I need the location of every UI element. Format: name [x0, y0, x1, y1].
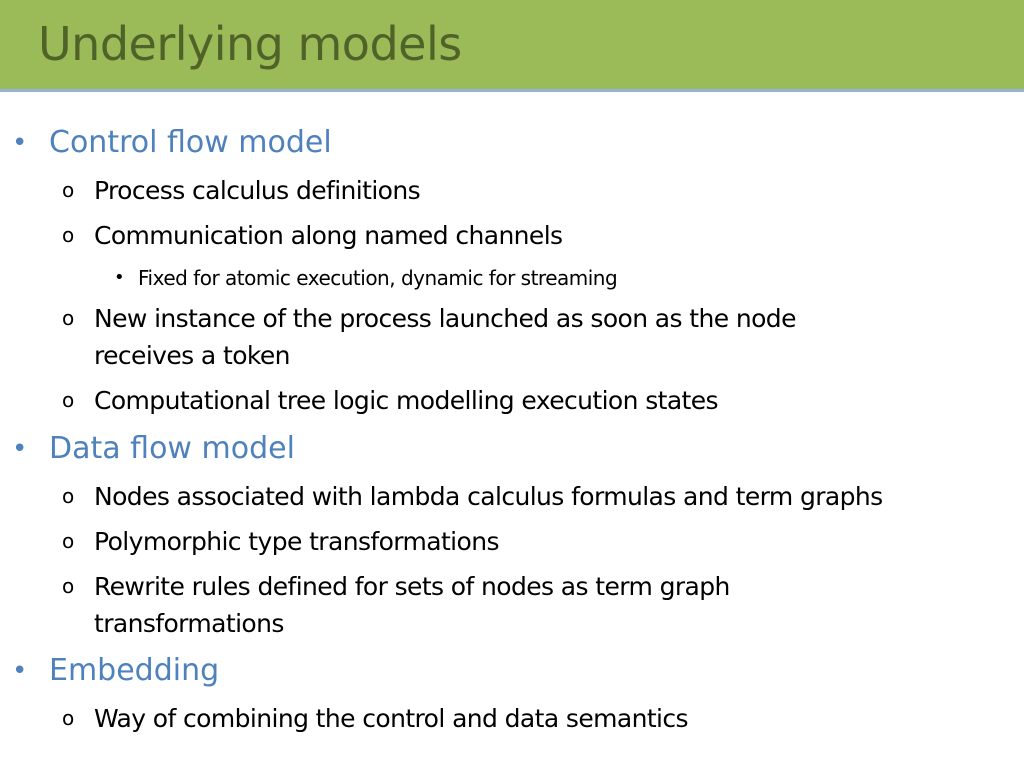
- bullet-icon: o: [62, 529, 75, 553]
- list-item-text: transformations: [94, 609, 284, 638]
- list-item-text: Computational tree logic modelling execu…: [94, 386, 719, 415]
- bullet-icon: o: [62, 223, 75, 247]
- list-item-text: receives a token: [94, 341, 291, 370]
- bullet-icon: •: [12, 128, 28, 158]
- list-item-text: Embedding: [49, 653, 220, 688]
- slide-title: Underlying models: [38, 17, 462, 71]
- list-item-text: Data flow model: [49, 431, 295, 466]
- list-item-text: Control flow model: [49, 125, 332, 160]
- list-item-text: Nodes associated with lambda calculus fo…: [94, 482, 883, 511]
- list-item-text: Process calculus definitions: [94, 176, 421, 205]
- bullet-icon: o: [62, 178, 75, 202]
- bullet-icon: •: [12, 656, 28, 686]
- list-item-text: Way of combining the control and data se…: [94, 704, 689, 733]
- bullet-icon: •: [12, 434, 28, 464]
- list-item-text: Rewrite rules defined for sets of nodes …: [94, 572, 730, 601]
- bullet-icon: o: [62, 574, 75, 598]
- bullet-icon: o: [62, 706, 75, 730]
- list-item-text: Fixed for atomic execution, dynamic for …: [138, 266, 618, 290]
- bullet-icon: o: [62, 484, 75, 508]
- bullet-icon: o: [62, 388, 75, 412]
- bullet-icon: •: [114, 267, 125, 288]
- list-item-text: New instance of the process launched as …: [94, 304, 796, 333]
- bullet-icon: o: [62, 306, 75, 330]
- title-bar: Underlying models: [0, 0, 1024, 92]
- list-item-text: Communication along named channels: [94, 221, 563, 250]
- list-item-text: Polymorphic type transformations: [94, 527, 499, 556]
